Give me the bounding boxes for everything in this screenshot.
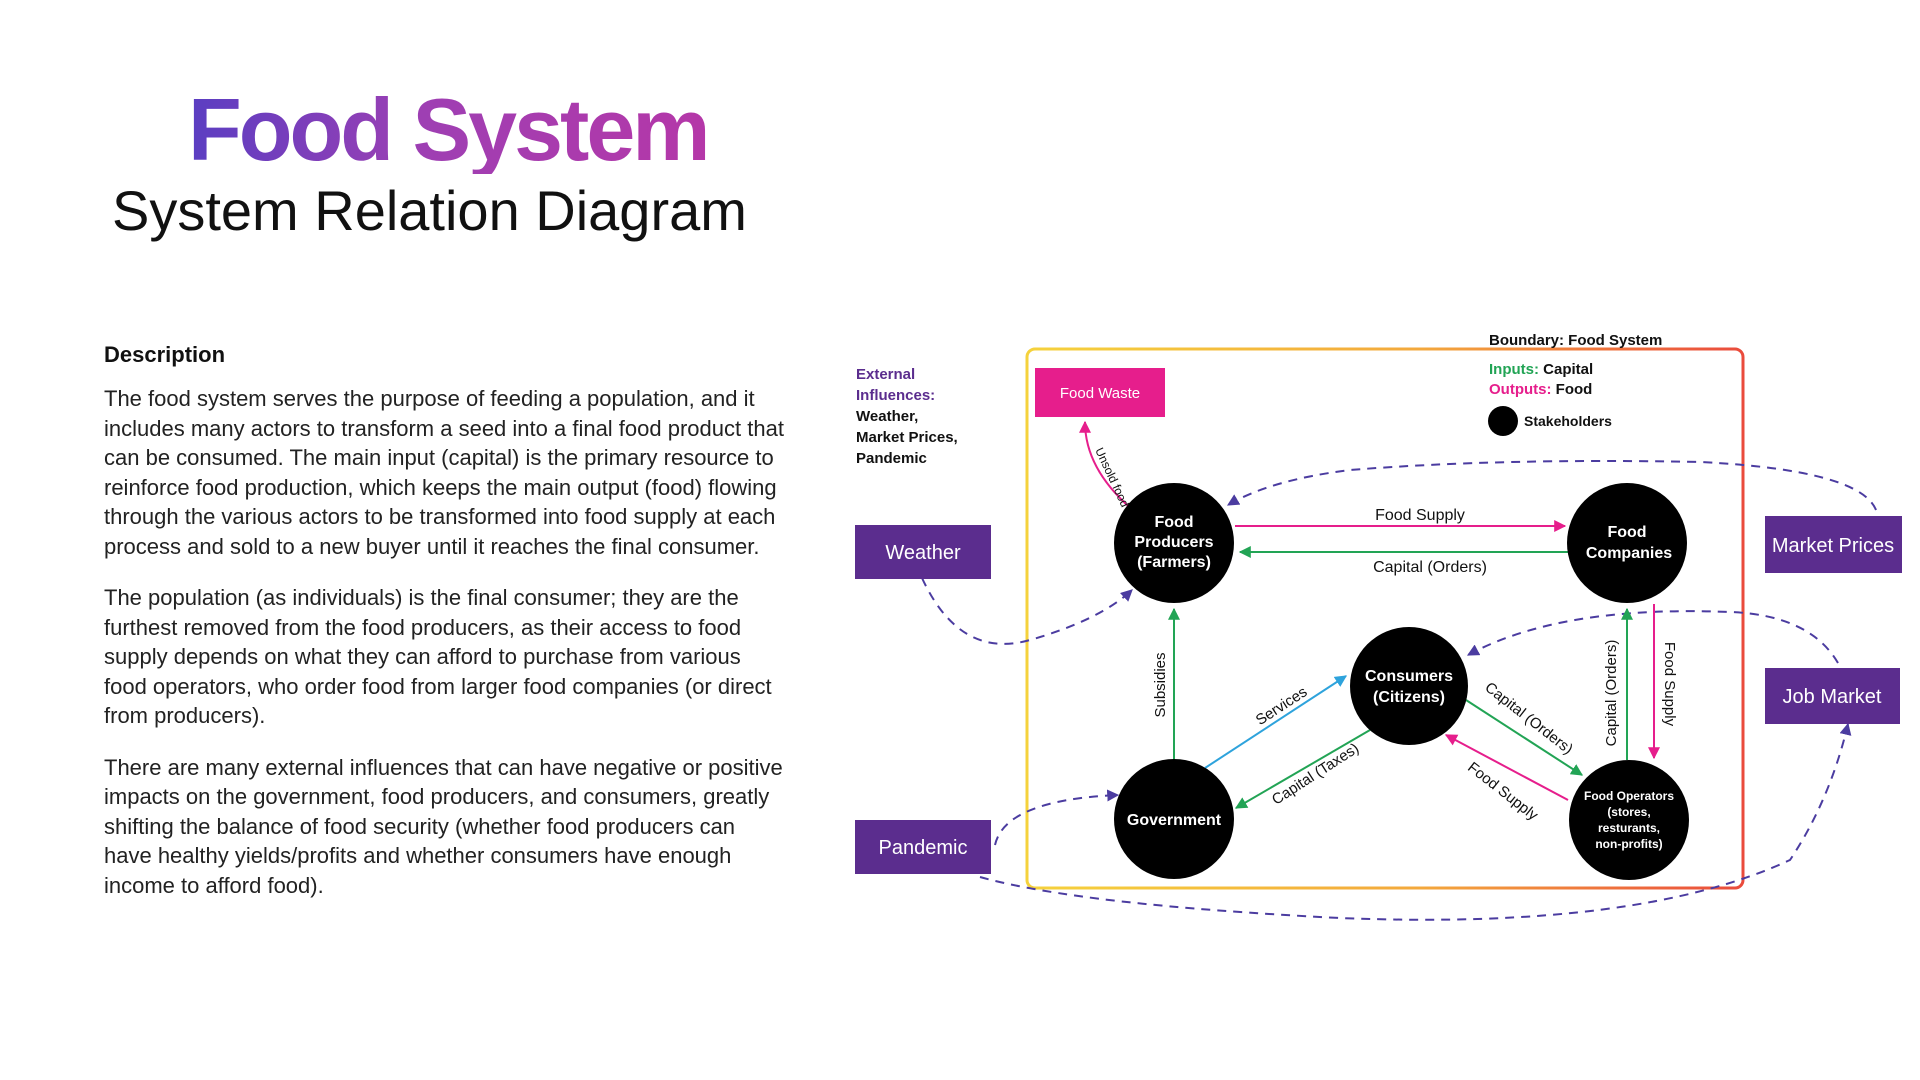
external-influences-list-line-1: Weather,	[856, 408, 918, 425]
node-consumers: Consumers (Citizens)	[1350, 627, 1468, 745]
node-food-producers-line2: Producers	[1134, 534, 1213, 551]
capital-orders-label-vert: Capital (Orders)	[1603, 640, 1620, 747]
market-prices-path	[1226, 460, 1877, 511]
node-food-companies: Food Companies	[1567, 483, 1687, 603]
food-supply-label-top: Food Supply	[1375, 507, 1465, 524]
node-food-operators-line4: non-profits)	[1595, 837, 1662, 851]
description-section: Description The food system serves the p…	[104, 342, 784, 922]
external-influences-list-line-2: Market Prices,	[856, 429, 958, 446]
market-prices-box	[1765, 516, 1902, 573]
food-supply-arrow-diag	[1444, 734, 1569, 801]
weather-box	[855, 525, 991, 579]
node-food-operators-line2: (stores,	[1607, 805, 1650, 819]
market-prices-label: Market Prices	[1772, 535, 1894, 557]
node-food-producers-line3: (Farmers)	[1137, 554, 1211, 571]
external-influences-list-line-3: Pandemic	[856, 450, 927, 467]
food-supply-label-diag: Food Supply	[1464, 759, 1541, 825]
node-food-producers-line1: Food	[1154, 514, 1193, 531]
page-title: Food System	[188, 80, 711, 179]
node-food-companies-line2: Companies	[1586, 545, 1672, 562]
capital-taxes-label: Capital (Taxes)	[1269, 740, 1362, 809]
subsidies-label: Subsidies	[1152, 652, 1169, 717]
page-subtitle: System Relation Diagram	[112, 179, 747, 242]
description-paragraph-2: The population (as individuals) is the f…	[104, 585, 772, 728]
pandemic-government-path	[994, 789, 1120, 846]
unsold-food-arrow	[1079, 420, 1136, 513]
external-influences-title-line-2: Influences:	[856, 387, 935, 404]
unsold-food-label: Unsold food	[1092, 445, 1132, 509]
system-boundary	[1025, 347, 1745, 890]
node-government-circle	[1114, 759, 1234, 879]
food-supply-label-vert: Food Supply	[1661, 642, 1678, 727]
node-food-companies-line1: Food	[1607, 524, 1646, 541]
node-consumers-line2: (Citizens)	[1373, 689, 1445, 706]
description-paragraph-3: There are many external influences that …	[104, 754, 783, 898]
legend-outputs-value: Food	[1556, 381, 1593, 398]
pandemic-jobmarket-path	[979, 722, 1852, 921]
node-food-producers: Food Producers (Farmers)	[1114, 483, 1234, 603]
food-waste-label: Food Waste	[1060, 385, 1140, 402]
pandemic-label: Pandemic	[879, 837, 968, 859]
capital-taxes-arrow	[1234, 729, 1371, 809]
legend-outputs: Outputs: Food	[1489, 381, 1592, 398]
node-food-operators-line3: resturants,	[1598, 821, 1660, 835]
node-food-companies-circle	[1567, 483, 1687, 603]
food-waste-box	[1035, 368, 1165, 417]
legend-inputs: Inputs: Capital	[1489, 361, 1593, 378]
node-government-label: Government	[1127, 812, 1222, 829]
legend-outputs-key: Outputs:	[1489, 381, 1551, 398]
job-market-label: Job Market	[1783, 686, 1882, 708]
node-food-producers-circle	[1114, 483, 1234, 603]
services-arrow	[1204, 675, 1348, 769]
services-label: Services	[1253, 683, 1311, 729]
external-influences-list: Weather, Market Prices, Pandemic	[856, 408, 958, 467]
legend-inputs-key: Inputs:	[1489, 361, 1539, 378]
capital-orders-arrow-diag	[1465, 699, 1584, 776]
weather-label: Weather	[885, 542, 961, 564]
node-government: Government	[1114, 759, 1234, 879]
description-paragraph-1: The food system serves the purpose of fe…	[104, 386, 784, 559]
external-influences-title-line-1: External	[856, 366, 915, 383]
node-food-operators-line1: Food Operators	[1584, 789, 1674, 803]
capital-orders-label-top: Capital (Orders)	[1373, 559, 1487, 576]
boundary-label: Boundary: Food System	[1489, 332, 1662, 349]
node-food-operators-circle	[1569, 760, 1689, 880]
node-consumers-line1: Consumers	[1365, 668, 1453, 685]
legend-stakeholders: Stakeholders	[1524, 413, 1612, 429]
job-market-box	[1765, 668, 1900, 724]
node-consumers-circle	[1350, 627, 1468, 745]
legend-inputs-value: Capital	[1543, 361, 1593, 378]
pandemic-box	[855, 820, 991, 874]
description-heading: Description	[104, 342, 226, 367]
node-food-operators: Food Operators (stores, resturants, non-…	[1569, 760, 1689, 880]
legend-stakeholder-dot	[1488, 406, 1518, 436]
